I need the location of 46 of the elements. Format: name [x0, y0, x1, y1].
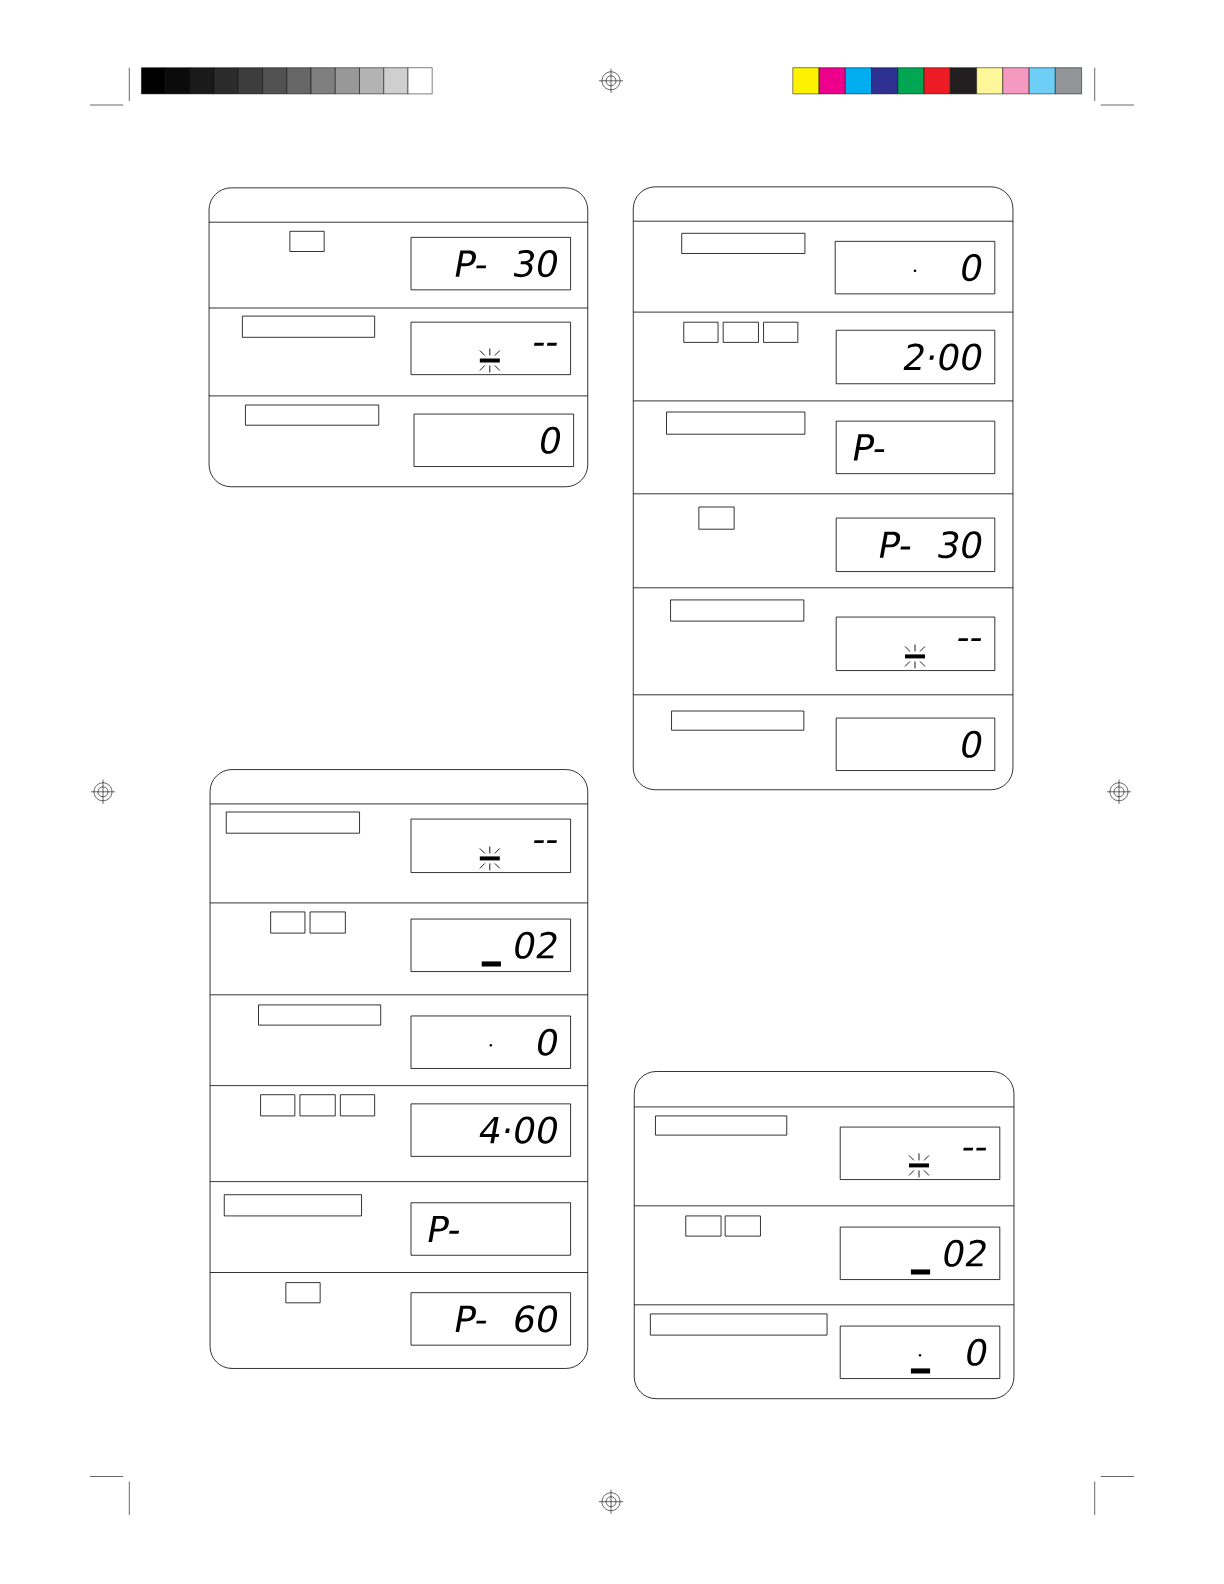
key-box — [285, 1282, 321, 1304]
key-box — [299, 1094, 336, 1117]
key-box — [666, 411, 806, 435]
lcd-display: -- — [410, 818, 571, 873]
key-box — [309, 911, 346, 934]
lcd-display: P- — [835, 420, 996, 475]
lcd-display: 0 — [839, 1325, 1001, 1379]
key-box — [258, 1004, 382, 1026]
key-box — [724, 1215, 761, 1237]
key-box — [685, 1215, 722, 1237]
instruction-panel — [633, 1071, 1015, 1400]
lcd-display: P- 60 — [410, 1292, 571, 1346]
key-box — [245, 404, 380, 426]
lcd-display: -- — [835, 616, 996, 671]
lcd-display: 2·00 — [835, 329, 996, 385]
lcd-display: 4·00 — [410, 1103, 571, 1157]
lcd-display: 0 — [834, 240, 996, 295]
key-box — [763, 321, 799, 343]
lcd-display: P- 30 — [410, 236, 571, 291]
lcd-display: 02 — [410, 918, 571, 972]
key-box — [260, 1094, 296, 1117]
lcd-display: P- 30 — [835, 517, 996, 572]
lcd-display: 0 — [410, 1015, 571, 1069]
key-box — [270, 911, 306, 934]
key-box — [339, 1094, 376, 1117]
key-box — [683, 321, 719, 343]
key-box — [698, 506, 735, 530]
key-box — [289, 230, 325, 252]
key-box — [649, 1313, 828, 1336]
key-box — [670, 599, 805, 622]
instruction-panel — [208, 187, 589, 488]
key-box — [241, 315, 376, 338]
key-box — [655, 1115, 788, 1136]
key-box — [681, 232, 806, 254]
lcd-display: 02 — [839, 1226, 1001, 1280]
lcd-display: -- — [839, 1126, 1001, 1180]
instruction-panel — [632, 186, 1014, 791]
lcd-display: 0 — [835, 717, 996, 771]
key-box — [223, 1194, 362, 1217]
instruction-panel — [209, 769, 589, 1369]
key-box — [671, 710, 805, 731]
key-box — [225, 811, 360, 834]
key-box — [722, 321, 759, 343]
lcd-display: -- — [410, 321, 571, 376]
lcd-display: P- — [410, 1202, 571, 1256]
lcd-display: 0 — [413, 413, 574, 467]
